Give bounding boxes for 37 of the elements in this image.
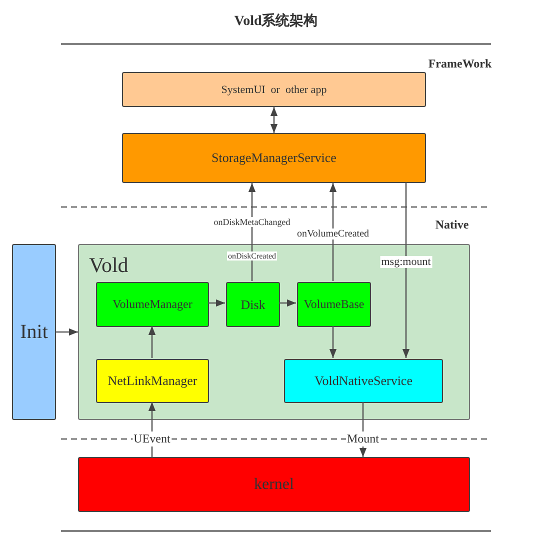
process-box [122, 133, 426, 183]
edge-label: Mount [346, 432, 380, 446]
process-box [122, 72, 426, 107]
process-box [297, 282, 371, 327]
node-label: VoldNativeService [314, 373, 412, 389]
arrow [270, 107, 278, 133]
container-box [78, 244, 470, 420]
node-label: NetLinkManager [108, 373, 198, 389]
arrow [329, 326, 337, 358]
edge-label: UEvent [132, 432, 172, 446]
arrow [329, 183, 337, 281]
arrow [56, 328, 78, 336]
process-box [78, 457, 470, 512]
arrow [402, 183, 410, 358]
process-box [96, 359, 209, 403]
node-label: kernel [254, 476, 294, 494]
section-label: FrameWork [428, 56, 492, 72]
process-box [226, 282, 280, 327]
edge-label: onDiskCreated [227, 252, 277, 260]
arrow [279, 299, 296, 307]
node-label: VolumeBase [304, 297, 364, 312]
edge-label: onVolumeCreated [296, 228, 370, 240]
edge-label: msg:mount [380, 256, 432, 268]
diagram-title: Vold系统架构 [234, 12, 318, 30]
node-label: Disk [240, 296, 266, 312]
arrow [208, 299, 225, 307]
arrow [148, 326, 156, 358]
annotation-label: onDiskMetaChanged [214, 217, 290, 227]
node-label: SystemUI or other app [221, 84, 327, 96]
container-title: Vold [89, 253, 128, 278]
process-box [96, 282, 209, 327]
process-box [12, 244, 56, 420]
node-label: Init [20, 320, 48, 344]
process-box [284, 359, 443, 403]
node-label: VolumeManager [112, 297, 192, 312]
node-label: StorageManagerService [212, 150, 336, 166]
section-label: Native [435, 218, 469, 232]
